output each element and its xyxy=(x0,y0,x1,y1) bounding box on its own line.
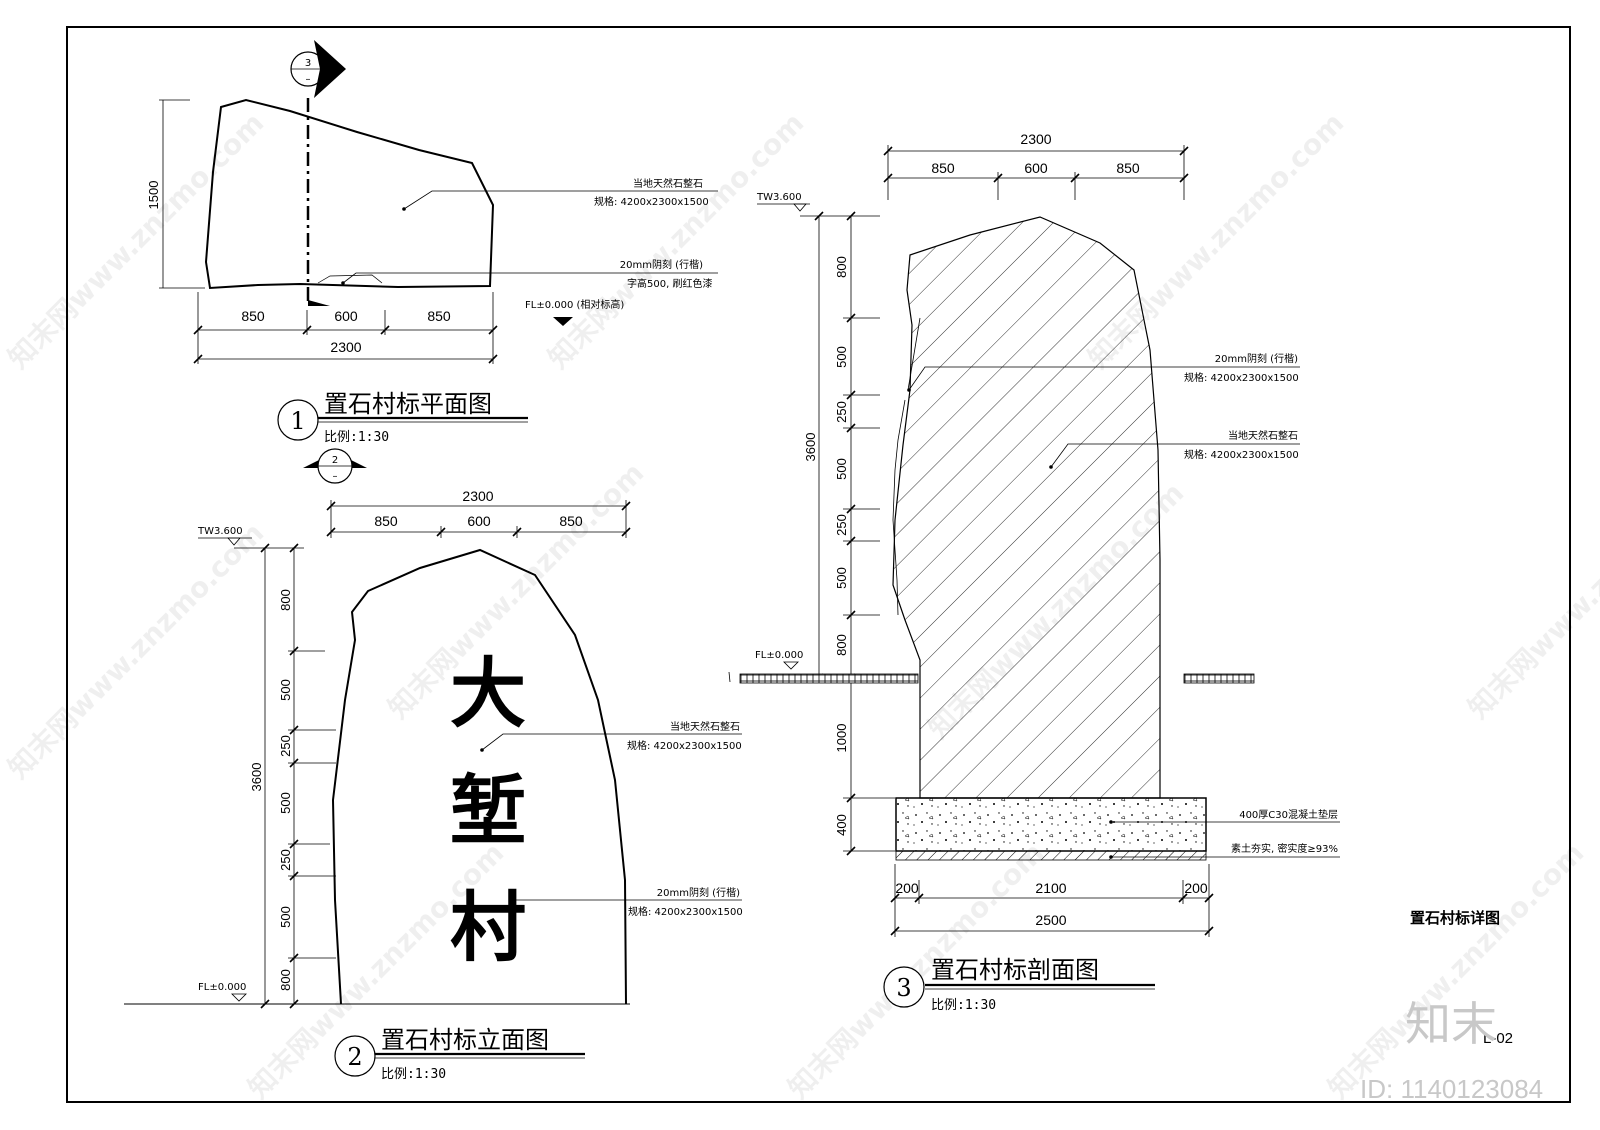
image-id-label: ID: 1140123084 xyxy=(1360,1074,1543,1104)
elev-scale: 比例:1:30 xyxy=(381,1067,446,1082)
ground-strip-right xyxy=(1183,673,1255,684)
plan-view: 3 – 1500 850 600 850 2300 当地天然石整石 xyxy=(146,40,718,445)
sect-bottom-dim-a: 200 xyxy=(895,880,919,896)
elev-height-part: 250 xyxy=(278,735,293,757)
view-marker-number: 2 xyxy=(332,455,338,466)
elev-note-stone-2: 规格: 4200x2300x1500 xyxy=(627,739,742,752)
stone-char-3: 村 xyxy=(450,883,526,972)
elevation-view: 2 – 2300 850 600 850 TW3.600 FL±0.000 xyxy=(124,448,743,1082)
sect-ground-level: FL±0.000 xyxy=(755,650,803,661)
plan-level: FL±0.000 (相对标高) xyxy=(525,298,624,311)
watermark: 知末网www.znzmo.com xyxy=(2,516,271,785)
sect-dim-a: 850 xyxy=(931,160,955,176)
concrete-footing xyxy=(895,797,1207,852)
elev-height-part: 250 xyxy=(278,849,293,871)
sect-bottom-dim-b: 2100 xyxy=(1035,880,1066,896)
sect-note-engrave-2: 规格: 4200x2300x1500 xyxy=(1184,371,1299,384)
watermark: 知末网www.znzmo.com xyxy=(1322,836,1591,1105)
elev-height-part: 500 xyxy=(278,906,293,928)
plan-dim-total: 2300 xyxy=(330,339,361,355)
sect-bottom-dim-c: 200 xyxy=(1184,880,1208,896)
sect-dim-total: 2300 xyxy=(1020,131,1051,147)
sheet-border xyxy=(66,26,1571,1103)
sect-dim-c: 850 xyxy=(1116,160,1140,176)
drawing-title: 置石村标详图 xyxy=(1410,909,1500,927)
stone-section xyxy=(892,216,1161,799)
elev-title-number: 2 xyxy=(347,1043,362,1071)
sect-dim-b: 600 xyxy=(1024,160,1048,176)
sect-scale: 比例:1:30 xyxy=(931,998,996,1013)
sect-bottom-dim-total: 2500 xyxy=(1035,912,1066,928)
view-marker-2: 2 – xyxy=(303,448,367,484)
sect-height-total: 3600 xyxy=(803,433,818,462)
elev-note-engrave-2: 规格: 4200x2300x1500 xyxy=(628,905,743,918)
elev-dim-c: 850 xyxy=(559,513,583,529)
plan-note-engrave-2: 字高500, 刷红色漆 xyxy=(627,277,712,290)
watermark: 知末网www.znzmo.com xyxy=(542,106,811,375)
sect-footing-dim: 400 xyxy=(834,814,849,836)
elev-title: 置石村标立面图 xyxy=(381,1026,549,1054)
plan-scale: 比例:1:30 xyxy=(324,430,389,445)
sect-height-part: 500 xyxy=(834,458,849,480)
plan-depth-dim: 1500 xyxy=(146,181,161,210)
sect-note-stone-2: 规格: 4200x2300x1500 xyxy=(1184,448,1299,461)
elev-height-part: 500 xyxy=(278,792,293,814)
plan-title-number: 1 xyxy=(290,407,305,435)
stone-elevation-outline xyxy=(331,548,627,1005)
elev-height-total: 3600 xyxy=(249,763,264,792)
plan-dim-c: 850 xyxy=(427,308,451,324)
plan-dim-a: 850 xyxy=(241,308,265,324)
sect-title: 置石村标剖面图 xyxy=(931,956,1099,984)
svg-text:–: – xyxy=(333,471,338,482)
plan-dim-b: 600 xyxy=(334,308,358,324)
sect-top-level: TW3.600 xyxy=(756,192,802,203)
plan-note-stone-1: 当地天然石整石 xyxy=(633,177,703,190)
sect-height-part: 500 xyxy=(834,567,849,589)
elev-note-engrave-1: 20mm阴刻 (行楷) xyxy=(657,886,740,899)
elev-base-level: FL±0.000 xyxy=(198,982,246,993)
watermark-layer: 知末网www.znzmo.com 知末网www.znzmo.com 知末网www… xyxy=(2,106,1600,1105)
section-marker-3: 3 – xyxy=(290,40,346,98)
plan-note-engrave-1: 20mm阴刻 (行楷) xyxy=(620,258,703,271)
elev-dim-a: 850 xyxy=(374,513,398,529)
section-marker-sheet: – xyxy=(306,74,311,85)
sheet-number: L-02 xyxy=(1483,1030,1513,1047)
sect-note-engrave-1: 20mm阴刻 (行楷) xyxy=(1215,352,1298,365)
plan-note-stone-2: 规格: 4200x2300x1500 xyxy=(594,195,709,208)
elev-height-part: 800 xyxy=(278,969,293,991)
stone-char-1: 大 xyxy=(450,649,526,738)
sect-note-concrete: 400厚C30混凝土垫层 xyxy=(1239,808,1338,821)
znzmo-logo: 知末 xyxy=(1405,997,1497,1051)
plan-title: 置石村标平面图 xyxy=(324,390,492,418)
stone-plan-outline xyxy=(204,98,495,290)
sect-height-part: 800 xyxy=(834,634,849,656)
sect-height-part: 800 xyxy=(834,256,849,278)
compacted-soil xyxy=(895,850,1207,861)
ground-strip-left xyxy=(739,673,919,684)
sect-note-soil: 素土夯实, 密实度≥93% xyxy=(1231,842,1338,855)
elev-height-part: 500 xyxy=(278,679,293,701)
elev-height-part: 800 xyxy=(278,589,293,611)
sect-note-stone-1: 当地天然石整石 xyxy=(1228,429,1298,442)
elev-note-stone-1: 当地天然石整石 xyxy=(670,720,740,733)
sect-height-part: 250 xyxy=(834,514,849,536)
section-view: 2300 850 600 850 TW3.600 FL±0.000 xyxy=(728,131,1340,1013)
elev-dim-total: 2300 xyxy=(462,488,493,504)
elev-top-level: TW3.600 xyxy=(197,526,243,537)
sect-height-part: 250 xyxy=(834,401,849,423)
watermark: 知末网www.znzmo.com xyxy=(1462,456,1600,725)
section-marker-number: 3 xyxy=(305,58,311,69)
sect-title-number: 3 xyxy=(896,974,911,1002)
watermark: 知末网www.znzmo.com xyxy=(2,106,271,375)
elev-dim-b: 600 xyxy=(467,513,491,529)
sect-buried-dim: 1000 xyxy=(834,724,849,753)
sect-height-part: 500 xyxy=(834,346,849,368)
stone-char-2: 堑 xyxy=(450,766,526,855)
